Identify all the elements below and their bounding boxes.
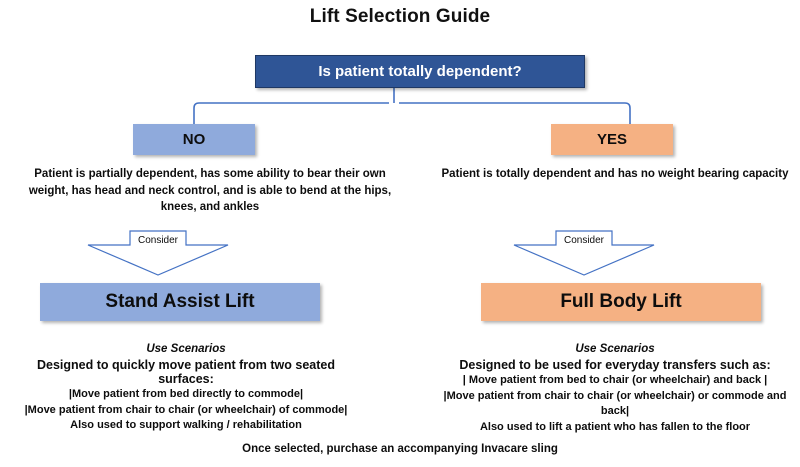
use-scenarios-right-item: |Move patient from chair to chair (or wh…	[443, 389, 787, 418]
result-box-full-body-lift: Full Body Lift	[481, 283, 761, 321]
footer-note: Once selected, purchase an accompanying …	[242, 443, 558, 455]
use-scenarios-right-lead: Designed to be used for everyday transfe…	[459, 358, 771, 372]
page-title: Lift Selection Guide	[309, 6, 491, 27]
use-scenarios-right-heading: Use Scenarios	[575, 343, 655, 355]
description-yes-branch: Patient is totally dependent and has no …	[441, 168, 789, 180]
use-scenarios-left-item: Also used to support walking / rehabilit…	[70, 419, 302, 432]
result-box-stand-assist-lift: Stand Assist Lift	[40, 283, 320, 321]
use-scenarios-right-item: | Move patient from bed to chair (or whe…	[462, 374, 768, 386]
decision-box-root-label: Is patient totally dependent?	[318, 63, 522, 80]
down-arrow-icon	[513, 230, 655, 276]
consider-arrow-left-label: Consider	[137, 235, 179, 246]
result-box-stand-assist-lift-label: Stand Assist Lift	[105, 291, 255, 312]
down-arrow-icon	[87, 230, 229, 276]
consider-arrow-right: Consider	[512, 229, 656, 277]
use-scenarios-left-lead: Designed to quickly move patient from tw…	[37, 358, 335, 386]
use-scenarios-left-item: |Move patient from bed directly to commo…	[68, 388, 304, 400]
result-box-full-body-lift-label: Full Body Lift	[560, 291, 682, 312]
use-scenarios-left-item: |Move patient from chair to chair (or wh…	[24, 403, 348, 416]
answer-box-yes-label: YES	[596, 131, 627, 148]
answer-box-no: NO	[133, 124, 255, 155]
answer-box-yes: YES	[551, 124, 673, 155]
consider-arrow-left: Consider	[86, 229, 230, 277]
use-scenarios-right: Use Scenarios Designed to be used for ev…	[434, 343, 796, 435]
answer-box-no-label: NO	[182, 131, 206, 148]
consider-arrow-right-label: Consider	[563, 235, 605, 246]
decision-box-root: Is patient totally dependent?	[255, 55, 585, 88]
description-no-branch: Patient is partially dependent, has some…	[28, 168, 392, 214]
use-scenarios-right-item: Also used to lift a patient who has fall…	[479, 420, 751, 433]
use-scenarios-left-heading: Use Scenarios	[146, 343, 226, 355]
use-scenarios-left: Use Scenarios Designed to quickly move p…	[12, 343, 360, 434]
